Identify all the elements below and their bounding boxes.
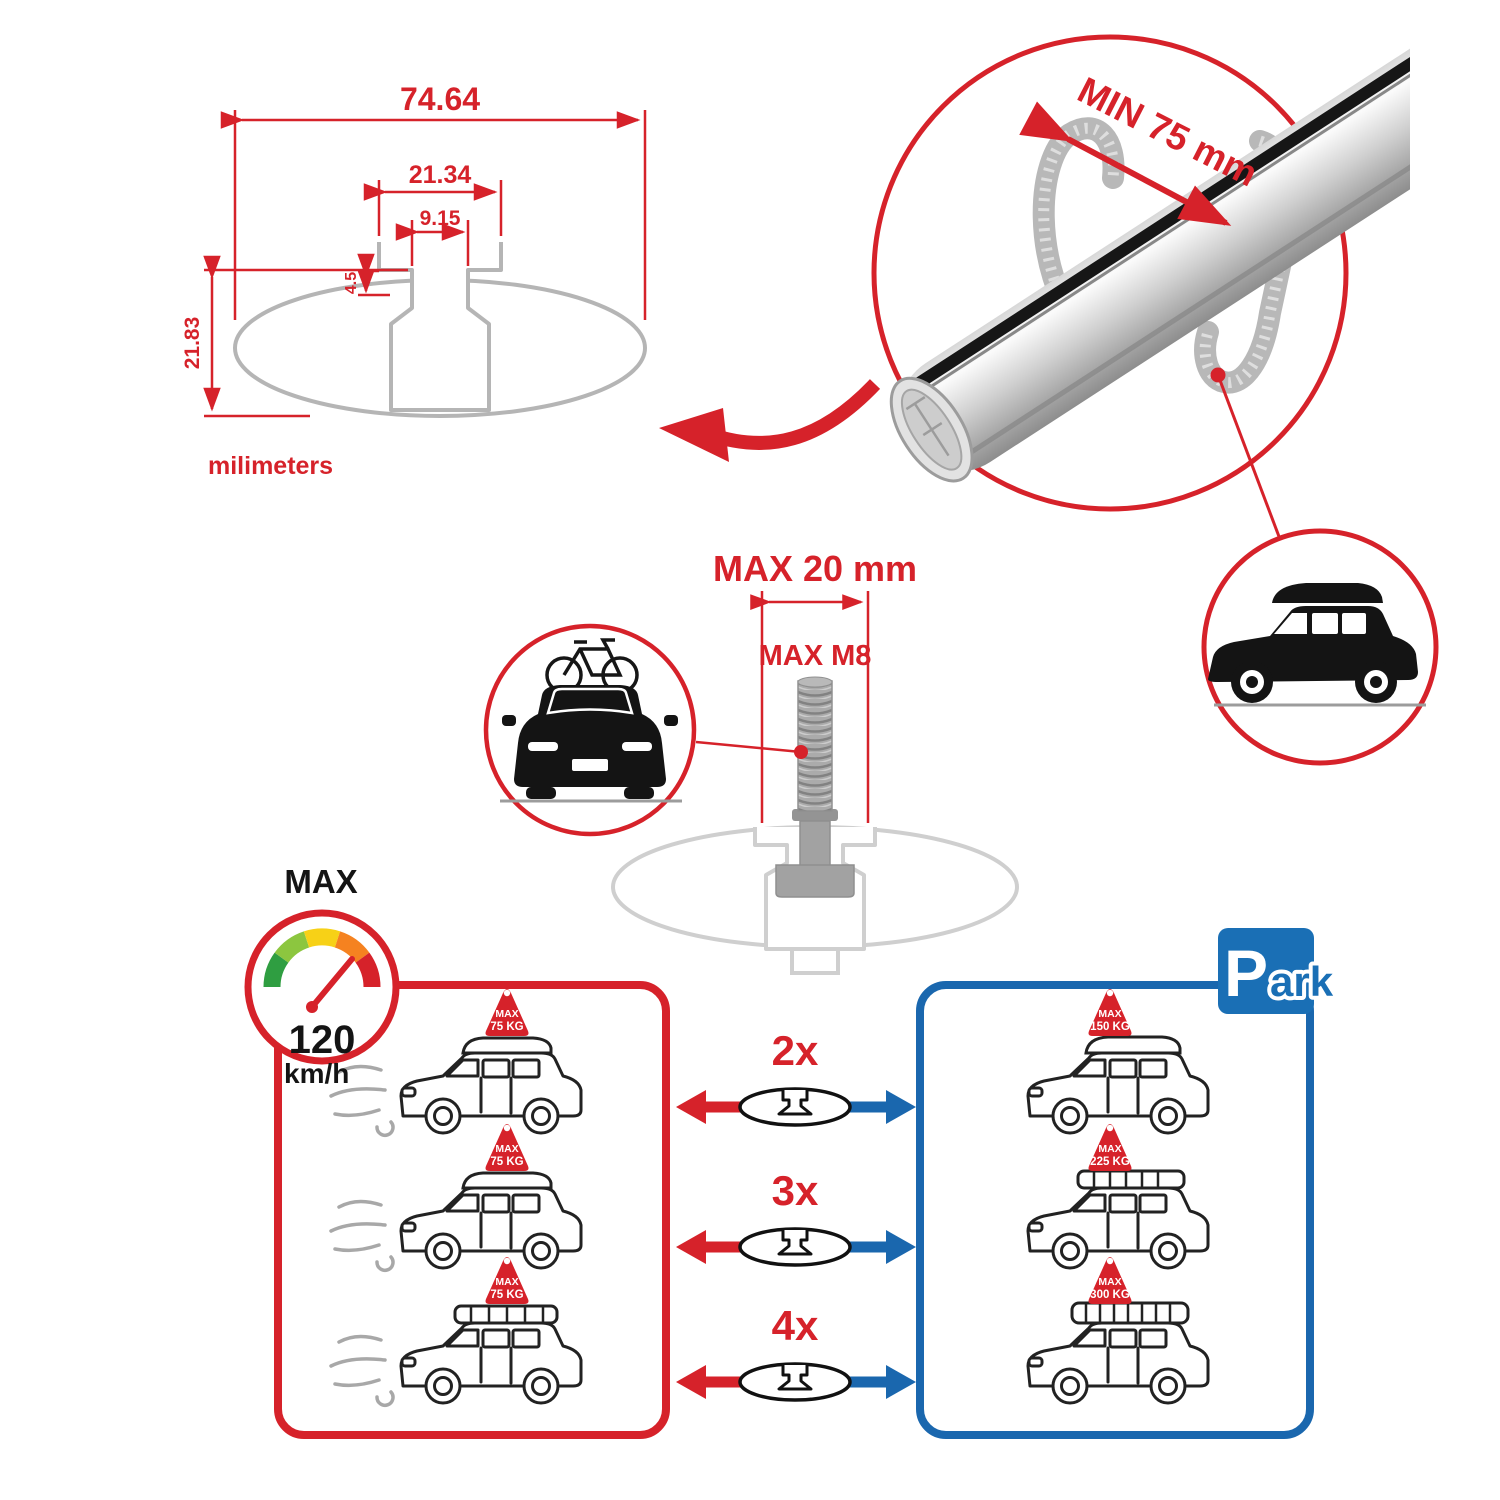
max-thread-label: MAX M8 bbox=[759, 640, 872, 672]
tag-max-label: MAX bbox=[1098, 1143, 1121, 1155]
multiplier-label: 2x bbox=[772, 1027, 819, 1074]
min-span-arrow bbox=[1019, 101, 1232, 226]
park-sign: P ark bbox=[1218, 928, 1338, 1014]
gauge-arc-segments bbox=[263, 928, 381, 988]
blue-arrow-icon bbox=[886, 1365, 916, 1399]
tag-weight-label: 75 KG bbox=[490, 1021, 523, 1033]
tag-weight-label: 300 KG bbox=[1090, 1289, 1130, 1301]
tag-max-label: MAX bbox=[495, 1008, 518, 1020]
dim-slot-outer: 21.34 bbox=[409, 161, 472, 189]
multiplier-row-2: 3x bbox=[676, 1167, 916, 1267]
parked-load-tag-3: MAX 300 KG bbox=[1088, 1257, 1132, 1304]
pointer-arrow-shaft bbox=[706, 379, 881, 450]
roof-box-icon bbox=[1272, 583, 1383, 603]
red-arrow-icon bbox=[676, 1090, 706, 1124]
tag-weight-label: 75 KG bbox=[490, 1156, 523, 1168]
dimension-lines bbox=[203, 110, 647, 418]
pointer-arrow-head bbox=[659, 408, 729, 462]
park-sign-square bbox=[1218, 928, 1314, 1014]
park-letter: P bbox=[1224, 936, 1268, 1010]
tag-weight-label: 75 KG bbox=[490, 1289, 523, 1301]
profile-dimension-diagram: 74.64 21.34 9.15 4.5 21.83 milimeters bbox=[181, 81, 647, 480]
bolt-callout-dot bbox=[794, 745, 808, 759]
blue-arrow-icon bbox=[886, 1230, 916, 1264]
red-arrow-icon bbox=[676, 1365, 706, 1399]
speed-value: 120 bbox=[289, 1018, 356, 1062]
section-pointer-arrow bbox=[659, 379, 881, 462]
park-suffix: ark bbox=[1270, 958, 1334, 1005]
crossbar-render-view: MIN 75 mm bbox=[871, 15, 1410, 572]
profile-t-slot bbox=[377, 242, 503, 412]
speed-limit-gauge: MAX 120 km/h bbox=[244, 863, 400, 1089]
bolt-dimension-lines bbox=[695, 591, 870, 823]
dim-step: 4.5 bbox=[343, 272, 360, 294]
suv-silhouette-icon bbox=[1208, 583, 1426, 707]
driving-car-row1 bbox=[329, 1036, 583, 1138]
speed-units: km/h bbox=[284, 1058, 349, 1089]
driving-car-row2 bbox=[329, 1171, 583, 1273]
units-label: milimeters bbox=[208, 452, 333, 480]
detail-circle-outline bbox=[871, 34, 1349, 512]
parked-load-tag-2: MAX 225 KG bbox=[1088, 1124, 1132, 1171]
dim-total-width: 74.64 bbox=[400, 81, 480, 117]
parked-load-tag-1: MAX 150 KG bbox=[1088, 989, 1132, 1036]
blue-arrow-icon bbox=[886, 1090, 916, 1124]
tag-max-label: MAX bbox=[495, 1276, 518, 1288]
tag-max-label: MAX bbox=[1098, 1008, 1121, 1020]
aluminum-crossbar bbox=[889, 15, 1410, 483]
driving-load-tag-2: MAX 75 KG bbox=[485, 1124, 529, 1171]
crossbar-cross-section-outline bbox=[233, 242, 647, 418]
tag-weight-label: 150 KG bbox=[1090, 1021, 1130, 1033]
car-front-bike-inset bbox=[483, 623, 697, 837]
max-width-label: MAX 20 mm bbox=[713, 548, 917, 589]
multiplier-row-1: 2x bbox=[676, 1027, 916, 1127]
gauge-needle-icon bbox=[309, 956, 355, 1010]
driving-car-row3 bbox=[329, 1304, 583, 1408]
car-roofbox-inset bbox=[1201, 528, 1439, 766]
load-comparison-panel: MAX 75 KG MAX 75 KG MAX 75 KG MAX 150 KG bbox=[244, 863, 1338, 1439]
bolt-diagram: MAX 20 mm MAX M8 bbox=[483, 548, 1019, 975]
parked-car-row3 bbox=[1026, 1301, 1210, 1405]
driving-load-tag-1: MAX 75 KG bbox=[485, 989, 529, 1036]
dim-slot-inner: 9.15 bbox=[420, 207, 461, 230]
tag-max-label: MAX bbox=[1098, 1276, 1121, 1288]
parked-panel-frame bbox=[916, 981, 1314, 1439]
red-arrow-icon bbox=[676, 1230, 706, 1264]
multiplier-label: 4x bbox=[772, 1302, 819, 1349]
multiplier-row-3: 4x bbox=[676, 1302, 916, 1402]
driving-load-tag-3: MAX 75 KG bbox=[485, 1257, 529, 1304]
tag-weight-label: 225 KG bbox=[1090, 1156, 1130, 1168]
parked-car-row1 bbox=[1026, 1035, 1210, 1135]
multiplier-label: 3x bbox=[772, 1167, 819, 1214]
tag-max-label: MAX bbox=[495, 1143, 518, 1155]
parked-car-row2 bbox=[1026, 1169, 1210, 1270]
dim-height: 21.83 bbox=[181, 317, 204, 370]
driving-panel-frame bbox=[274, 981, 670, 1439]
car-front-icon bbox=[500, 685, 682, 803]
speed-max-label: MAX bbox=[284, 863, 357, 900]
